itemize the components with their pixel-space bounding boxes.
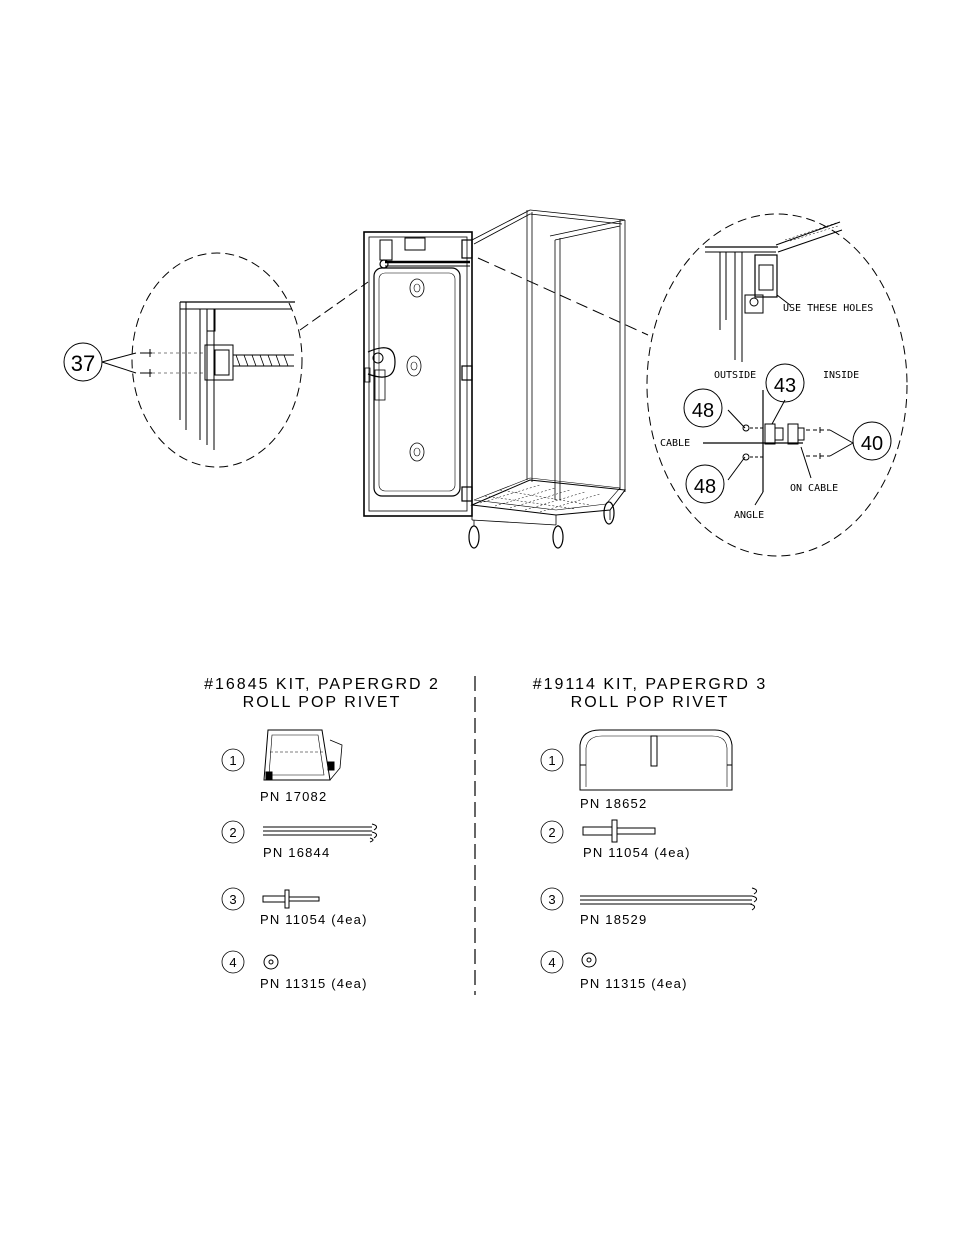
cabinet-door [363,231,473,517]
callout-40: 40 [852,421,892,461]
kit1-item3-pn: PN 11054 (4ea) [260,912,368,927]
washer-icon [581,952,597,968]
kit-title-line1: #19114 KIT, PAPERGRD 3 [533,676,768,693]
left-rivet-lower [140,369,152,377]
callout-37-label: 37 [71,351,95,376]
kit-title-line1: #16845 KIT, PAPERGRD 2 [204,676,440,693]
right-detail-view [477,213,908,557]
kit-title-line2: ROLL POP RIVET [571,694,730,711]
kit1-item1-number: 1 [229,753,236,768]
callout-43: 43 [765,363,805,403]
kit1-item2-pn: PN 16844 [263,845,330,860]
paper-guard-bracket-icon [263,729,343,781]
cable-rod-icon [580,887,758,911]
outside-label: OUTSIDE [714,370,756,381]
on-cable-label: ON CABLE [790,483,838,494]
callout-43-label: 43 [774,375,796,397]
left-rivet-upper [140,349,152,357]
kit1-item4-pn: PN 11315 (4ea) [260,976,368,991]
callout-48-upper-label: 48 [692,400,714,422]
use-these-holes-label: USE THESE HOLES [783,303,873,314]
kit-16845: #16845 KIT, PAPERGRD 2 ROLL POP RIVET 1 … [204,676,440,991]
kit2-item3-number: 3 [548,892,555,907]
kit2-item3-pn: PN 18529 [580,912,647,927]
callout-48-lower: 48 [685,464,725,504]
pop-rivet-icon [262,889,320,909]
cable-rod-icon [263,823,378,843]
left-detail-view [101,252,369,468]
pop-rivet-icon [582,819,656,843]
kit2-item2-pn: PN 11054 (4ea) [583,845,691,860]
paper-guard-bracket-icon [579,729,733,791]
kit-19114: #19114 KIT, PAPERGRD 3 ROLL POP RIVET 1 … [533,676,768,991]
kit2-item1-number: 1 [548,753,555,768]
kit-title-line2: ROLL POP RIVET [243,694,402,711]
inside-label: INSIDE [823,370,859,381]
kit2-item1-pn: PN 18652 [580,796,647,811]
cabinet-frame [468,209,626,549]
kit1-item4-number: 4 [229,955,236,970]
kit2-item4-number: 4 [548,955,555,970]
callout-37: 37 [63,342,103,382]
kit1-item3-number: 3 [229,892,236,907]
callout-48-upper: 48 [683,388,723,428]
cable-label: CABLE [660,438,690,449]
angle-label: ANGLE [734,510,764,521]
callout-48-lower-label: 48 [694,476,716,498]
kit2-item2-number: 2 [548,825,555,840]
callout-40-label: 40 [861,433,883,455]
washer-icon [263,954,279,970]
kit1-item2-number: 2 [229,825,236,840]
kit2-item4-pn: PN 11315 (4ea) [580,976,688,991]
kit1-item1-pn: PN 17082 [260,789,327,804]
